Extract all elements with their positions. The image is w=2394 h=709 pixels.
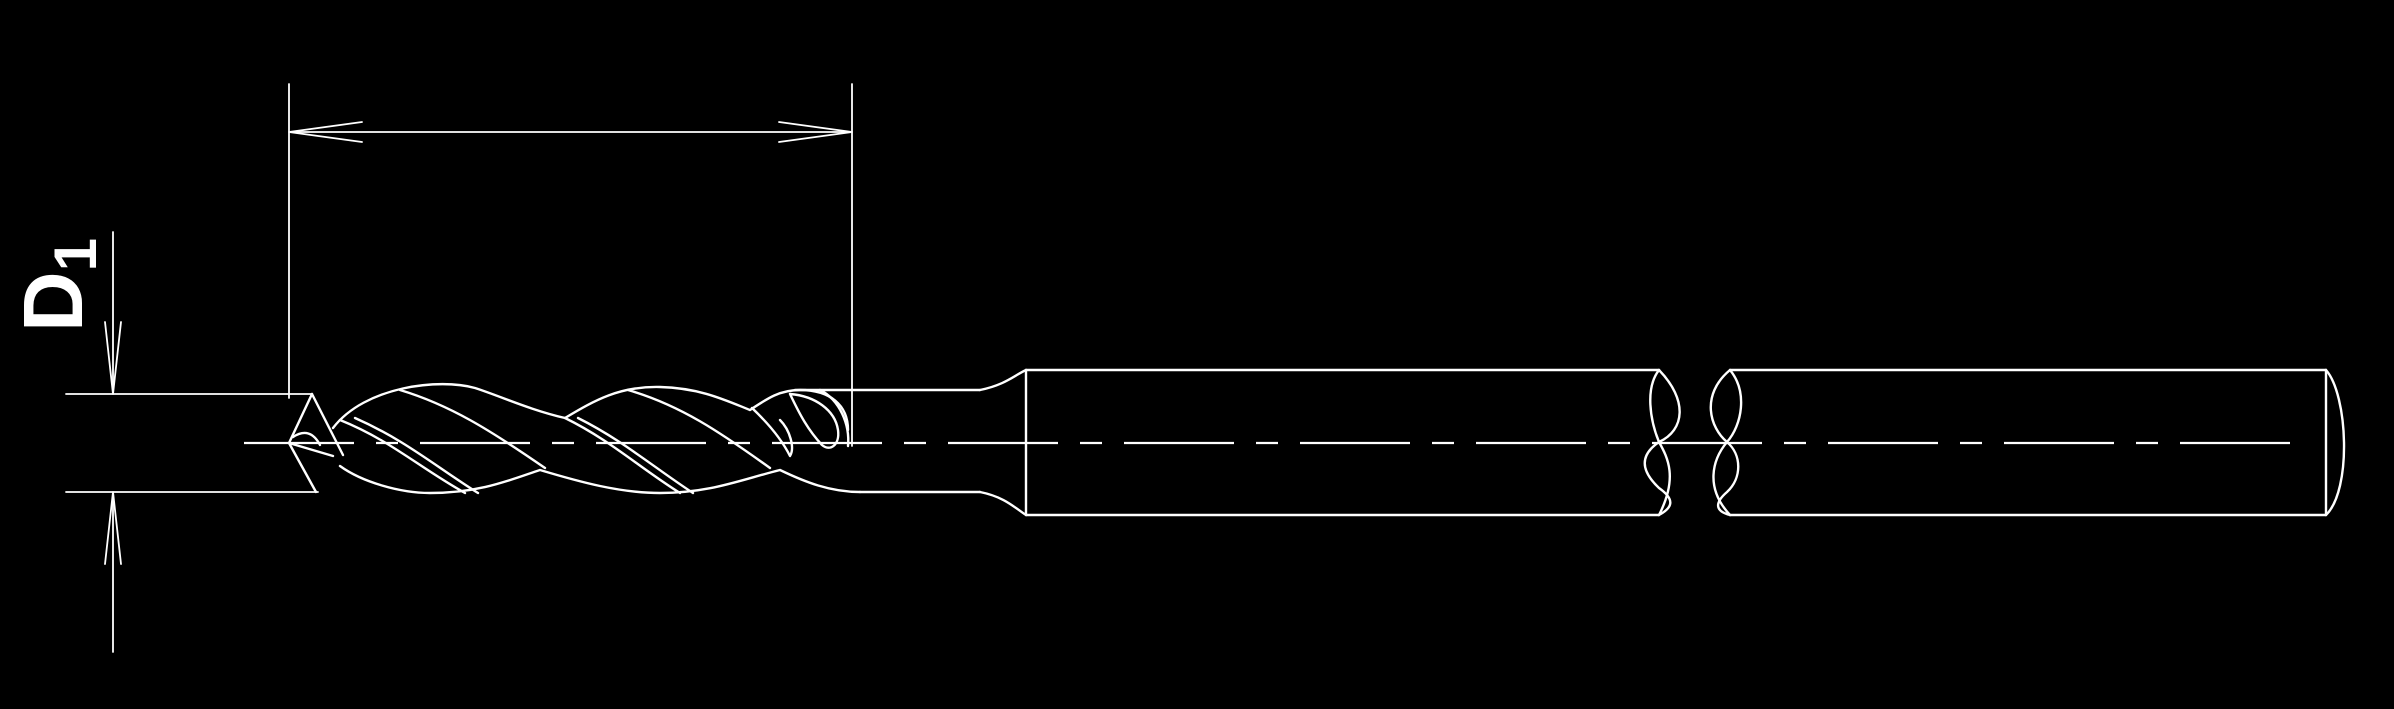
flute-arrow-right xyxy=(778,121,853,143)
helix-land-3b xyxy=(576,416,695,495)
diameter-label: D1 xyxy=(6,238,109,332)
diameter-arrow-bottom xyxy=(104,491,122,565)
helix-land-1 xyxy=(338,418,467,495)
diameter-label-main: D xyxy=(6,271,100,332)
helix-land-2 xyxy=(398,388,547,470)
helix-land-1b xyxy=(353,416,480,495)
shank-end-chamfer xyxy=(2324,368,2346,517)
diameter-arrow-top xyxy=(104,321,122,395)
diameter-dimension: D1 xyxy=(6,231,319,653)
helix-land-4 xyxy=(626,388,772,470)
shank-break-1 xyxy=(1643,368,1681,517)
neck-transition-top xyxy=(978,368,1028,392)
diameter-label-subscript: 1 xyxy=(42,238,109,271)
flute-runout xyxy=(788,392,840,449)
neck-transition-bottom xyxy=(978,490,1028,517)
helix-land-5 xyxy=(750,406,794,458)
flute-contour-top xyxy=(331,382,850,432)
flute-arrow-left xyxy=(288,121,363,143)
flute-contour-bottom xyxy=(338,464,862,495)
flute-runout-end xyxy=(818,388,850,448)
flute-length-dimension xyxy=(288,83,853,447)
helix-land-3 xyxy=(563,416,682,495)
drill-body xyxy=(287,368,2346,517)
shank-break-2 xyxy=(1709,368,1740,517)
